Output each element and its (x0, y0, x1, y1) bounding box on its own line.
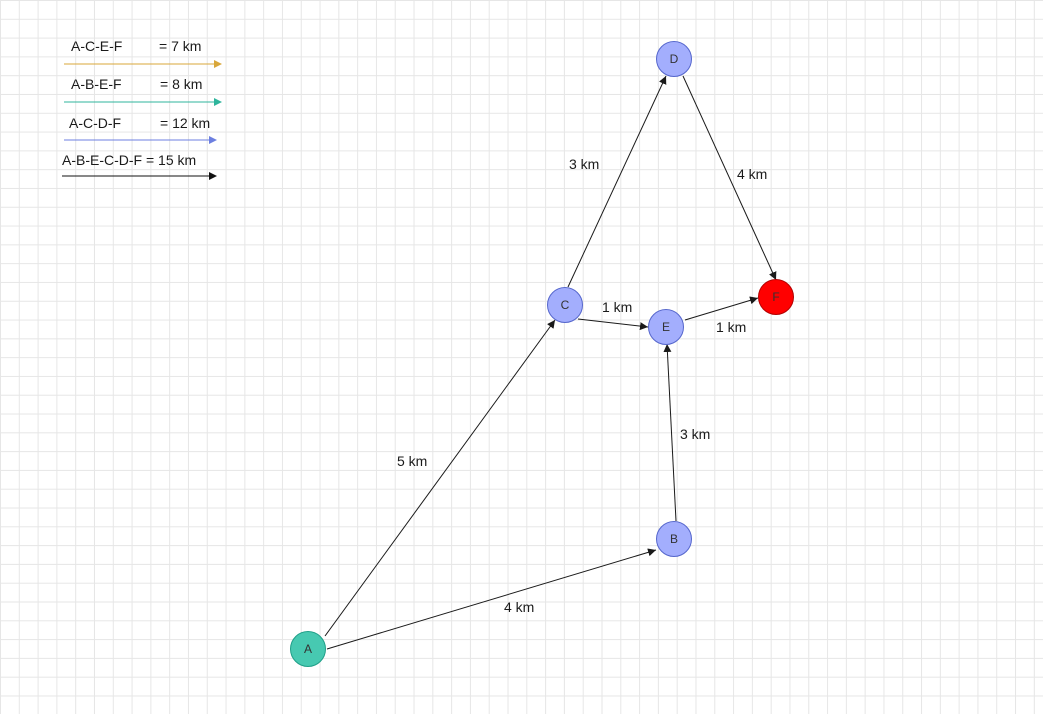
legend-arrowhead-orange (214, 60, 222, 68)
node-c-circle[interactable] (547, 287, 583, 323)
edge-c-e (577, 318, 649, 331)
node-f-circle[interactable] (758, 279, 794, 315)
node-e-circle[interactable] (648, 309, 684, 345)
node-e-label: E (662, 320, 670, 334)
graph-nodes: A B C D E F (290, 41, 794, 667)
node-d-circle[interactable] (656, 41, 692, 77)
legend-arrowhead-blue (209, 136, 217, 144)
node-b-circle[interactable] (656, 521, 692, 557)
legend-route-label: A-C-D-F (69, 115, 121, 131)
edge-label-b-e: 3 km (680, 426, 710, 442)
route-legend: A-C-E-F = 7 km A-B-E-F = 8 km A-C-D-F = … (62, 38, 222, 180)
legend-row-3: A-C-D-F = 12 km (64, 115, 217, 144)
node-a-circle[interactable] (290, 631, 326, 667)
edge-a-c (324, 319, 556, 637)
legend-row-4: A-B-E-C-D-F = 15 km (62, 152, 217, 180)
legend-arrowhead-teal (214, 98, 222, 106)
edge-c-d (567, 75, 667, 288)
node-c-label: C (561, 298, 570, 312)
legend-distance-label: = 7 km (159, 38, 201, 54)
edge-d-f (682, 75, 777, 281)
legend-distance-label: = 12 km (160, 115, 210, 131)
edge-label-d-f: 4 km (737, 166, 767, 182)
legend-distance-label: = 8 km (160, 76, 202, 92)
edge-label-c-d: 3 km (569, 156, 599, 172)
legend-row-1: A-C-E-F = 7 km (64, 38, 222, 68)
node-b-label: B (670, 532, 678, 546)
edge-label-a-b: 4 km (504, 599, 534, 615)
edge-a-b (326, 548, 657, 650)
node-a[interactable]: A (290, 631, 326, 667)
node-f-label: F (772, 290, 779, 304)
node-f[interactable]: F (758, 279, 794, 315)
node-d[interactable]: D (656, 41, 692, 77)
edge-label-a-c: 5 km (397, 453, 427, 469)
edge-label-e-f: 1 km (716, 319, 746, 335)
node-a-label: A (304, 642, 312, 656)
edge-labels: 5 km 4 km 3 km 4 km 1 km 1 km 3 km (397, 156, 767, 615)
legend-route-label: A-C-E-F (71, 38, 122, 54)
edge-label-c-e: 1 km (602, 299, 632, 315)
node-e[interactable]: E (648, 309, 684, 345)
node-c[interactable]: C (547, 287, 583, 323)
legend-row-2: A-B-E-F = 8 km (64, 76, 222, 106)
edge-b-e (663, 343, 677, 522)
graph-edges (324, 75, 777, 650)
edge-e-f (684, 296, 759, 321)
legend-route-label: A-B-E-F (71, 76, 122, 92)
node-b[interactable]: B (656, 521, 692, 557)
legend-route-label: A-B-E-C-D-F = 15 km (62, 152, 196, 168)
node-d-label: D (670, 52, 679, 66)
legend-arrowhead-black (209, 172, 217, 180)
